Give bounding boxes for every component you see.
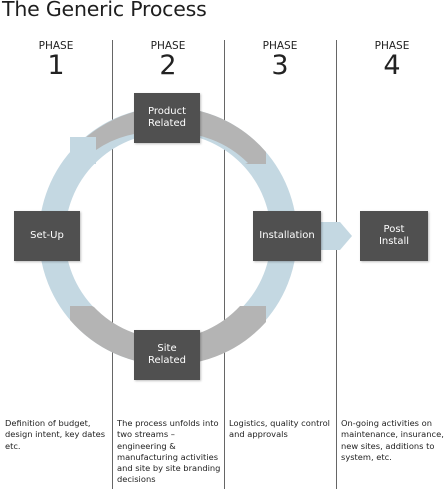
product-related-label: Product Related xyxy=(148,105,186,130)
phase-4-number: 4 xyxy=(383,50,401,81)
phase-2-label: PHASE xyxy=(150,40,186,52)
phase-4-label: PHASE xyxy=(374,40,410,52)
phase-3-number: 3 xyxy=(271,50,289,81)
phase-2-description: The process unfolds into two streams – e… xyxy=(117,418,221,485)
ring-arrow-tip-left xyxy=(70,137,96,164)
installation-label: Installation xyxy=(259,229,315,241)
post-install-box: Post Install xyxy=(360,211,428,261)
page-title: The Generic Process xyxy=(2,0,207,21)
site-related-label: Site Related xyxy=(148,342,186,367)
phase-4-description: On-going activities on maintenance, insu… xyxy=(341,418,444,462)
phase-3-label: PHASE xyxy=(262,40,298,52)
phase-1-number: 1 xyxy=(47,50,65,81)
setup-box: Set-Up xyxy=(14,211,80,261)
phase-3-description: Logistics, quality control and approvals xyxy=(229,418,330,440)
phase-1-label: PHASE xyxy=(38,40,74,52)
product-related-box: Product Related xyxy=(134,93,200,143)
post-install-label: Post Install xyxy=(378,223,410,248)
phase-2-number: 2 xyxy=(159,50,177,81)
setup-label: Set-Up xyxy=(30,229,64,241)
phase-1-description: Definition of budget, design intent, key… xyxy=(5,418,106,451)
site-related-box: Site Related xyxy=(134,330,200,380)
installation-box: Installation xyxy=(253,211,321,261)
installation-to-post-install-arrow xyxy=(318,222,352,250)
